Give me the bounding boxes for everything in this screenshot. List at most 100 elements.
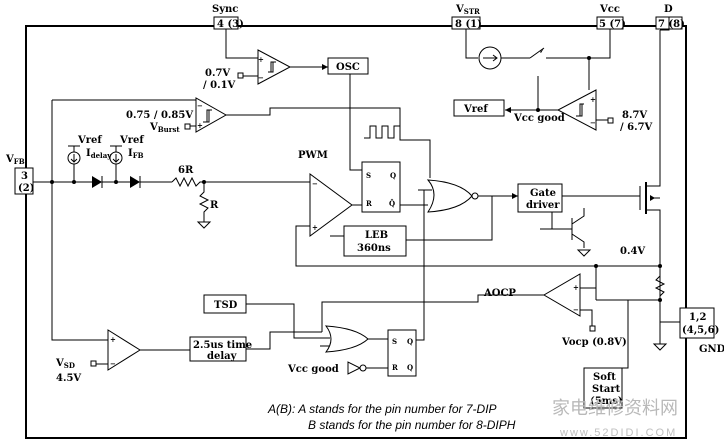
svg-text:R: R bbox=[392, 363, 398, 372]
pin-note-line1: A(B): A stands for the pin number for 7-… bbox=[267, 402, 497, 416]
vref-block bbox=[453, 99, 505, 117]
svg-text:Q̄: Q̄ bbox=[389, 199, 395, 208]
pin-gnd-number: 1,2 bbox=[689, 312, 706, 323]
tsd-label: TSD bbox=[214, 300, 238, 311]
nor-gate bbox=[426, 179, 473, 213]
label-0v75: 0.75 / 0.85V bbox=[126, 110, 193, 121]
pwm-flipflop: S R Q Q̄ bbox=[361, 161, 401, 213]
label-vcc-good-bottom: Vcc good bbox=[287, 364, 339, 375]
label-vsd: VSD bbox=[55, 358, 75, 370]
label-0v7: 0.7V bbox=[205, 68, 230, 79]
svg-text:+: + bbox=[590, 95, 596, 104]
leb-block bbox=[343, 225, 407, 257]
pin-d: D 7 (8) bbox=[655, 4, 685, 30]
blanking-transistor bbox=[540, 208, 592, 257]
pin-vfb-name: VFB bbox=[5, 154, 25, 166]
gate-driver-label-1: Gate bbox=[530, 188, 556, 199]
svg-text:−: − bbox=[258, 73, 264, 82]
svg-text:−: − bbox=[573, 305, 579, 314]
svg-text:R: R bbox=[366, 199, 372, 208]
resistor-6r bbox=[171, 176, 310, 188]
gate-driver-block bbox=[517, 183, 563, 213]
label-ifb: IFB bbox=[128, 148, 144, 160]
sync-comparator: + − bbox=[257, 49, 292, 85]
pwm-label: PWM bbox=[298, 150, 328, 161]
clock-pulse-symbol bbox=[364, 125, 401, 139]
vsd-comparator: + − bbox=[107, 329, 141, 371]
soft-start-label-3: (5ms) bbox=[590, 396, 623, 407]
ic-outline bbox=[25, 25, 687, 439]
gate-driver-label-2: driver bbox=[526, 200, 560, 211]
label-aocp: AOCP bbox=[483, 288, 516, 299]
svg-text:(2): (2) bbox=[18, 183, 34, 194]
osc-block bbox=[327, 57, 369, 75]
leb-label-1: LEB bbox=[365, 230, 388, 241]
pwm-comparator: − + bbox=[309, 173, 353, 237]
svg-text:+: + bbox=[312, 223, 318, 232]
pin-vstr-number: 8 (1) bbox=[455, 19, 482, 30]
svg-text:Q: Q bbox=[390, 171, 396, 180]
or-gate bbox=[324, 325, 369, 353]
pin-d-number: 7 (8) bbox=[658, 19, 685, 30]
vref-label: Vref bbox=[463, 104, 488, 115]
ground-symbol-gnd bbox=[652, 343, 668, 351]
delay-label-1: 2.5us time bbox=[193, 340, 252, 351]
soft-start-label-2: Start bbox=[592, 384, 621, 395]
label-0v1: / 0.1V bbox=[203, 80, 236, 91]
svg-text:+: + bbox=[573, 283, 579, 292]
svg-text:+: + bbox=[110, 335, 116, 344]
inverter bbox=[347, 361, 362, 375]
label-6r: 6R bbox=[178, 165, 194, 176]
label-vcc-good-top: Vcc good bbox=[513, 113, 565, 124]
watermark-cn: 家电维修资料网 bbox=[552, 398, 678, 419]
label-4v5: 4.5V bbox=[56, 373, 81, 384]
pin-vcc-name: Vcc bbox=[599, 4, 620, 15]
ifb-source: Vref IFB bbox=[109, 135, 144, 182]
startup-switch bbox=[465, 29, 611, 70]
label-vref-right: Vref bbox=[119, 135, 144, 146]
pin-sync-name: Sync bbox=[212, 4, 238, 15]
burst-comparator: − + bbox=[195, 97, 228, 133]
svg-text:−: − bbox=[590, 118, 596, 127]
soft-start-label-1: Soft bbox=[593, 372, 616, 383]
sense-resistor bbox=[654, 266, 666, 300]
idelay-source: Vref Idelay bbox=[67, 135, 112, 182]
svg-text:−: − bbox=[110, 359, 116, 368]
aocp-comparator: + − bbox=[543, 273, 581, 317]
leb-label-2: 360ns bbox=[357, 243, 391, 254]
svg-text:−: − bbox=[312, 179, 318, 188]
pin-note-line2: B stands for the pin number for 8-DIPH bbox=[308, 418, 516, 432]
latch-flipflop: S R Q Q bbox=[387, 329, 417, 377]
delay-label-2: delay bbox=[207, 351, 238, 362]
pin-d-name: D bbox=[664, 4, 673, 15]
pin-vfb-number: 3 bbox=[21, 171, 28, 182]
label-idelay: Idelay bbox=[86, 148, 112, 160]
pin-vcc: Vcc 5 (7) bbox=[596, 4, 626, 30]
svg-text:+: + bbox=[197, 121, 203, 130]
uvlo-comparator: + − bbox=[556, 89, 597, 131]
label-0v4: 0.4V bbox=[620, 246, 645, 257]
svg-text:Q: Q bbox=[407, 337, 413, 346]
svg-text:S: S bbox=[366, 171, 371, 180]
svg-text:−: − bbox=[197, 101, 203, 110]
svg-text:Q: Q bbox=[407, 363, 413, 372]
pin-sync-number: 4 (3) bbox=[217, 19, 244, 30]
label-vocp: Vocp (0.8V) bbox=[561, 337, 627, 348]
label-r: R bbox=[210, 200, 219, 211]
pin-vstr: VSTR 8 (1) bbox=[451, 4, 482, 30]
soft-start-block bbox=[583, 367, 623, 409]
resistor-r bbox=[198, 182, 210, 222]
pin-vcc-number: 5 (7) bbox=[599, 19, 626, 30]
power-mosfet bbox=[639, 30, 661, 300]
svg-text:S: S bbox=[392, 337, 397, 346]
svg-text:(4,5,6): (4,5,6) bbox=[682, 325, 719, 336]
watermark-url: www.52DIDI.COM bbox=[559, 427, 677, 439]
wire-sync bbox=[225, 29, 258, 59]
pin-vstr-name: VSTR bbox=[455, 4, 480, 16]
pin-gnd-name: GND bbox=[699, 344, 724, 355]
label-vburst: VBurst bbox=[149, 122, 180, 134]
label-8v7: 8.7V bbox=[622, 110, 647, 121]
ground-symbol-r bbox=[196, 221, 212, 229]
pin-sync: Sync 4 (3) bbox=[212, 4, 244, 30]
